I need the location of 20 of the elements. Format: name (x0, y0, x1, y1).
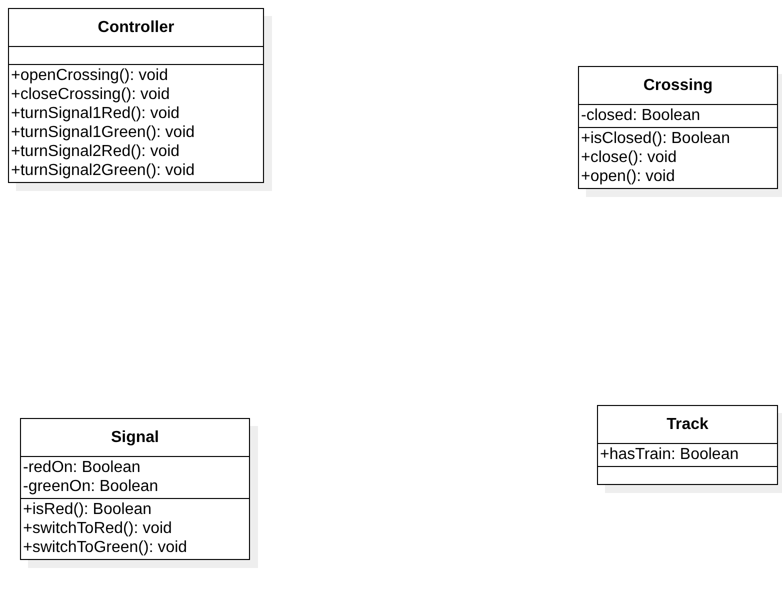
class-name: Signal (110, 428, 159, 448)
operation-text: +turnSignal1Green(): void (11, 123, 195, 142)
operation-text: +switchToRed(): void (23, 519, 172, 538)
attribute-text: -greenOn: Boolean (23, 477, 158, 496)
operation-text: +switchToGreen(): void (23, 538, 188, 557)
operation-text: +isRed(): Boolean (23, 500, 152, 519)
class-name: Crossing (643, 76, 713, 96)
operation-text: +turnSignal1Red(): void (11, 104, 180, 123)
class-name: Controller (98, 18, 174, 38)
attribute-text: -closed: Boolean (581, 106, 700, 125)
operation-text: +closeCrossing(): void (11, 85, 170, 104)
operation-text: +close(): void (581, 148, 677, 167)
attribute-text: -redOn: Boolean (23, 458, 140, 477)
operation-text: +open(): void (581, 167, 675, 186)
class-name: Track (666, 415, 708, 435)
operation-text: +openCrossing(): void (11, 66, 168, 85)
operation-text: +isClosed(): Boolean (581, 129, 730, 148)
attribute-text: +hasTrain: Boolean (600, 445, 739, 464)
operation-text: +turnSignal2Green(): void (11, 161, 195, 180)
operation-text: +turnSignal2Red(): void (11, 142, 180, 161)
